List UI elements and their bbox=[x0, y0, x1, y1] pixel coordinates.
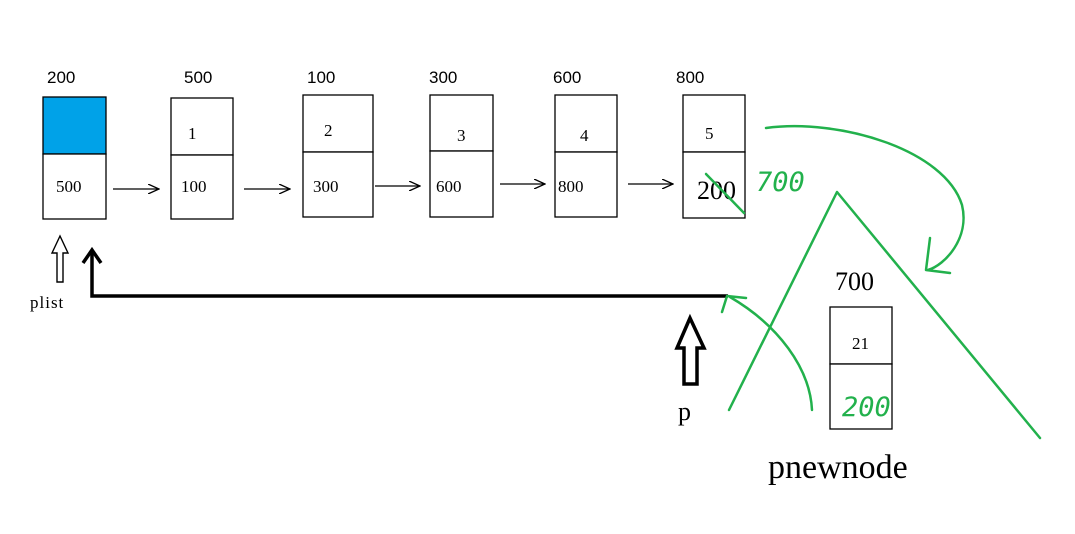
node-next-cell bbox=[302, 151, 374, 218]
new-node-data-value: 21 bbox=[852, 334, 869, 353]
node-next-value-crossed: 200 bbox=[697, 176, 736, 205]
node-data-value: 1 bbox=[188, 124, 197, 143]
node-next-cell bbox=[42, 153, 107, 220]
node-300: 300 3 600 bbox=[429, 68, 494, 218]
next-pointer-arrows bbox=[113, 184, 673, 189]
node-data-cell bbox=[682, 94, 746, 153]
node-address: 500 bbox=[184, 68, 212, 87]
node-next-cell bbox=[554, 151, 618, 218]
handwritten-new-node-next-value: 200 bbox=[842, 392, 891, 423]
plist-label: plist bbox=[30, 293, 64, 312]
insertion-caret-mark bbox=[727, 190, 1042, 440]
node-800: 800 5 200 bbox=[676, 68, 746, 219]
node-next-value: 300 bbox=[313, 177, 339, 196]
node-500: 500 1 100 bbox=[170, 68, 234, 220]
node-next-cell bbox=[682, 151, 746, 219]
node-data-cell bbox=[170, 97, 234, 156]
node-next-cell bbox=[170, 154, 234, 220]
circular-link-arrowhead-icon bbox=[81, 246, 103, 264]
node-data-cell bbox=[429, 94, 494, 152]
node-next-cell bbox=[429, 150, 494, 218]
node-address: 600 bbox=[553, 68, 581, 87]
green-annotations: 700 200 bbox=[704, 124, 1042, 440]
circular-link-line bbox=[90, 252, 728, 298]
node-data-value: 3 bbox=[457, 126, 466, 145]
curved-arrow-head-icon bbox=[924, 236, 952, 275]
node-data-value: 2 bbox=[324, 121, 333, 140]
node-address: 300 bbox=[429, 68, 457, 87]
node-600: 600 4 800 bbox=[553, 68, 618, 218]
node-data-cell bbox=[302, 94, 374, 153]
node-data-cell bbox=[554, 94, 618, 153]
new-node-address: 700 bbox=[835, 267, 874, 296]
curved-arrow-to-new-node bbox=[764, 124, 965, 272]
new-node-data-cell bbox=[829, 306, 893, 365]
p-label: p bbox=[678, 397, 691, 426]
new-node-next-cell bbox=[829, 363, 893, 430]
node-next-value: 600 bbox=[436, 177, 462, 196]
node-200: 200 500 bbox=[42, 68, 107, 220]
node-next-value: 500 bbox=[56, 177, 82, 196]
node-100: 100 2 300 bbox=[302, 68, 374, 218]
node-data-value: 4 bbox=[580, 126, 589, 145]
pnewnode-label: pnewnode bbox=[768, 449, 908, 486]
curved-arrow-to-head-link bbox=[728, 295, 814, 412]
new-node-700: 700 21 bbox=[829, 267, 893, 430]
p-pointer-arrow-icon bbox=[674, 313, 707, 386]
node-data-value: 5 bbox=[705, 124, 714, 143]
node-address: 200 bbox=[47, 68, 75, 87]
handwritten-new-next-value: 700 bbox=[756, 167, 805, 198]
node-next-value: 100 bbox=[181, 177, 207, 196]
node-address: 800 bbox=[676, 68, 704, 87]
node-next-value: 800 bbox=[558, 177, 584, 196]
curved-arrow-head-icon bbox=[720, 294, 748, 314]
strike-through-mark bbox=[704, 172, 746, 215]
head-data-cell bbox=[42, 96, 107, 155]
node-address: 100 bbox=[307, 68, 335, 87]
plist-pointer-arrow-icon bbox=[50, 234, 70, 283]
